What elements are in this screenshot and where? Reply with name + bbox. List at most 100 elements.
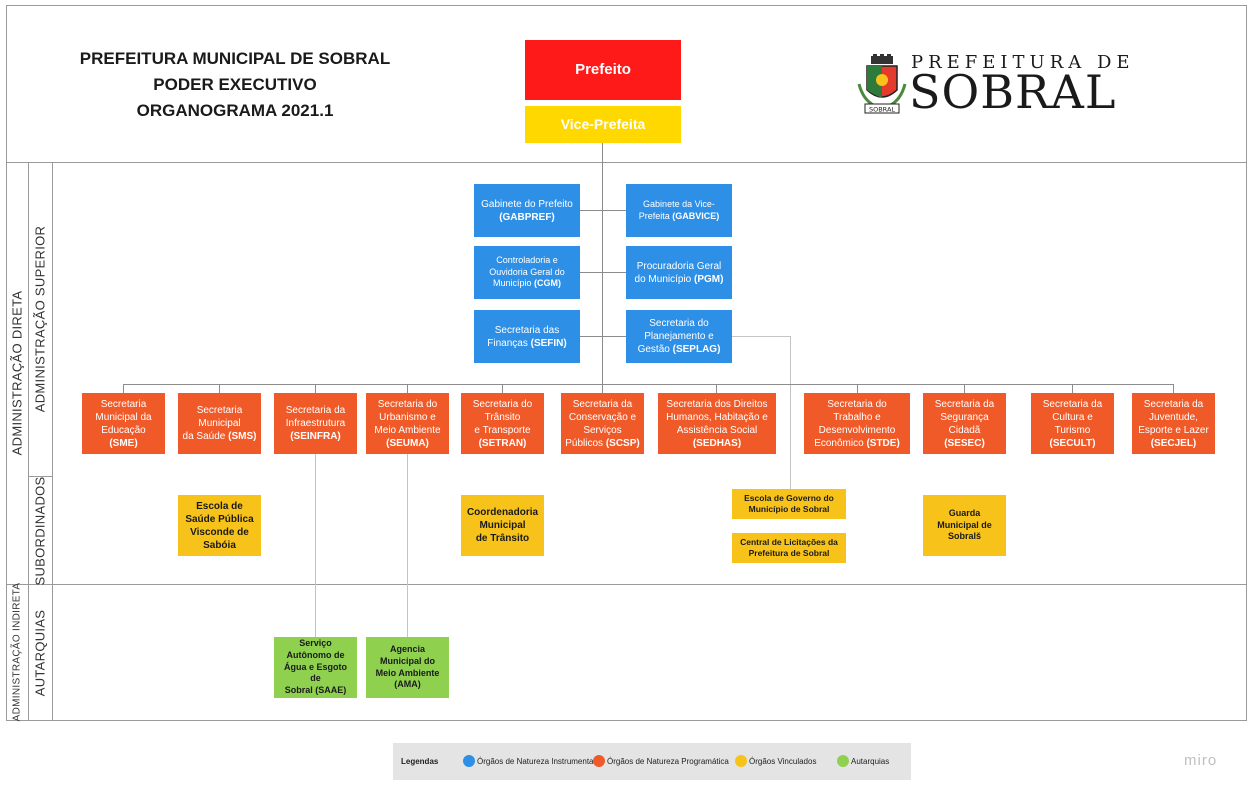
box-acronym: (SME) [109,437,138,449]
box-text: Assistência Social [676,424,758,436]
box-text: Turismo [1054,424,1091,436]
legend-panel: Legendas Órgãos de Natureza Instrumental… [393,743,911,780]
box-text: Secretaria das [494,324,560,336]
box-text: Central de Licitações da [740,536,838,547]
box-text: Desenvolvimento [818,424,896,436]
connector-seplag-down [790,336,791,489]
divider-subordinados [28,476,52,477]
title-line: PODER EXECUTIVO [153,75,317,94]
box-acronym: (PGM) [694,273,724,285]
box-acronym: (SCSP) [605,437,640,449]
box-text: da Saúde [182,431,229,442]
connector-sefin-seplag [580,336,626,337]
connector-secretarias-bus [123,384,1174,385]
box-text: Gabinete do Prefeito [481,198,573,210]
vice-prefeita-label: Vice-Prefeita [560,116,646,133]
box-acronym: (SETRAN) [478,437,527,449]
legend-item-programatica: Órgãos de Natureza Programática [593,755,729,767]
box-text: Cultura e [1052,411,1093,423]
box-text: Gestão [637,344,673,355]
box-text: Secretaria do [472,398,533,410]
green-dot-icon [837,755,849,767]
blue-dot-icon [463,755,475,767]
connector-drop [123,384,124,393]
box-acronym: (SEINFRA) [290,431,341,442]
box-text: Serviços [583,424,622,436]
box-text: de Trânsito [475,533,530,544]
box-text: Segurança [940,411,989,423]
connector-drop [1173,384,1174,393]
box-text: Municipal [198,418,241,429]
yellow-dot-icon [735,755,747,767]
legend-item-vinculados: Órgãos Vinculados [735,755,816,767]
box-text: (AMA) [394,679,421,690]
box-text: Município de Sobral [748,504,830,514]
box-text: Serviço [299,638,332,649]
box-text: Escola de Governo do [744,492,834,503]
label-autarquias: AUTARQUIAS [32,609,48,697]
box-text: Municipal do [380,655,435,666]
box-text: Educação [101,424,146,436]
box-text: Secretaria dos Direitos [666,398,768,410]
box-text: Urbanismo e [379,411,436,423]
legend-item-label: Órgãos de Natureza Programática [607,756,729,766]
title-line: PREFEITURA MUNICIPAL DE SOBRAL [79,49,391,68]
box-text: Secretaria [196,405,243,416]
box-text: Prefeita [638,210,673,221]
box-text: Municipal de [937,519,992,530]
box-acronym: (SECULT) [1049,437,1096,449]
box-text: Secretaria da [934,398,995,410]
divider-indireta [6,584,1247,585]
box-text: Conservação e [568,411,637,423]
title-line: ORGANOGRAMA 2021.1 [136,101,334,120]
connector-seuma-ama [407,454,408,637]
box-text: Secretaria do [377,398,438,410]
connector-cgm-pgm [580,272,626,273]
connector-gab [580,210,626,211]
box-acronym: (SEFIN) [530,337,567,349]
box-text: Trânsito [484,411,521,423]
box-text: Autônomo de [286,649,345,660]
box-text: Gabinete da Vice- [643,198,715,209]
page-title: PREFEITURA MUNICIPAL DE SOBRAL PODER EXE… [60,46,410,124]
side-column-outer [28,162,29,721]
box-acronym: (STDE) [866,437,900,449]
prefeito-box: Prefeito [525,40,681,100]
box-acronym: (SEUMA) [386,437,429,449]
box-text: Meio Ambiente [374,424,441,436]
box-text: Controladoria e [496,254,558,265]
connector-seinfra-saae [315,454,316,637]
box-text: Públicos [565,437,606,449]
legend-item-label: Órgãos Vinculados [749,756,817,766]
box-acronym: (SMS) [228,431,257,442]
connector-seplag-right [732,336,790,337]
box-text: Guarda [948,507,981,518]
box-text: Municipal [479,520,526,531]
box-text: Secretaria do [827,398,887,410]
box-acronym: (SEPLAG) [672,344,721,355]
legend-title: Legendas [401,757,439,766]
box-text: Saúde Pública [185,513,254,525]
box-text: Procuradoria Geral [636,260,722,272]
connector-main-trunk [602,143,603,393]
box-acronym: (SECJEL) [1150,437,1197,449]
box-text: e Transporte [474,424,531,436]
box-text: Planejamento e [644,331,714,342]
box-text: Juventude, [1149,411,1198,423]
box-text: Meio Ambiente [375,667,440,678]
box-acronym: (SEDHAS) [692,437,742,449]
box-text: Econômico [814,437,867,449]
box-text: Escola de [196,500,243,512]
connector-drop [502,384,503,393]
box-text: Esporte e Lazer [1138,424,1209,436]
